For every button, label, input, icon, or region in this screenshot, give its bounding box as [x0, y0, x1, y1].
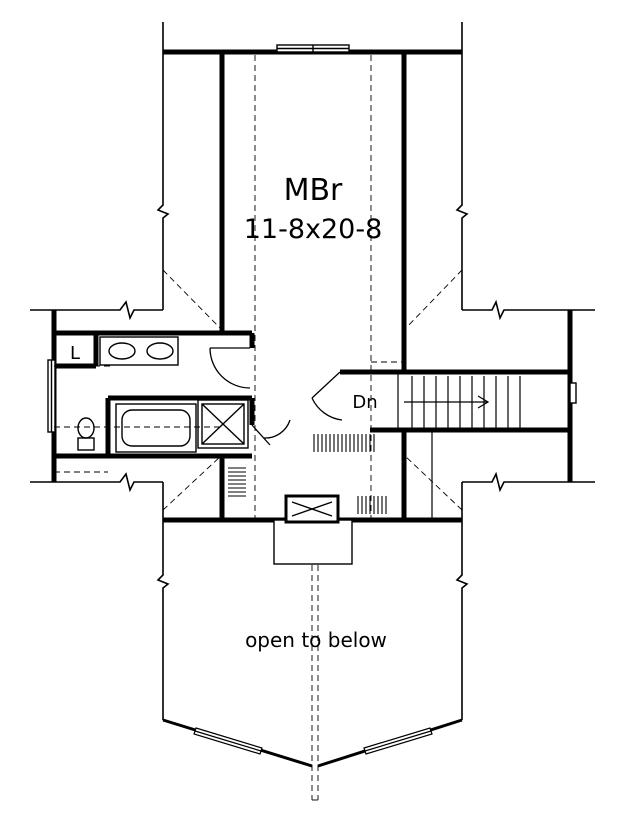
bay-windows — [193, 727, 433, 755]
toilet — [77, 417, 95, 451]
room-name-mbr: MBr — [284, 173, 343, 208]
thick-walls — [51, 49, 573, 523]
linen-label: L — [70, 343, 80, 364]
sink-left — [108, 342, 136, 360]
exterior-outline — [30, 22, 595, 720]
shower — [197, 399, 249, 449]
bathtub — [115, 403, 197, 453]
doors — [209, 347, 343, 446]
left-window — [47, 359, 56, 433]
sink-right — [146, 342, 174, 360]
stair-down-label: Dn — [352, 392, 377, 413]
open-to-below-label: open to below — [245, 628, 387, 652]
stair — [397, 372, 521, 520]
right-window — [569, 382, 577, 404]
room-dimensions-mbr: 11-8x20-8 — [244, 214, 383, 245]
closet-shelving — [228, 434, 387, 514]
ceiling-dashed-lines — [54, 55, 463, 801]
vanity — [99, 336, 179, 366]
top-window — [276, 44, 350, 53]
fireplace — [273, 494, 353, 565]
bay-walls — [162, 718, 463, 768]
bathroom-fixtures — [77, 336, 249, 453]
